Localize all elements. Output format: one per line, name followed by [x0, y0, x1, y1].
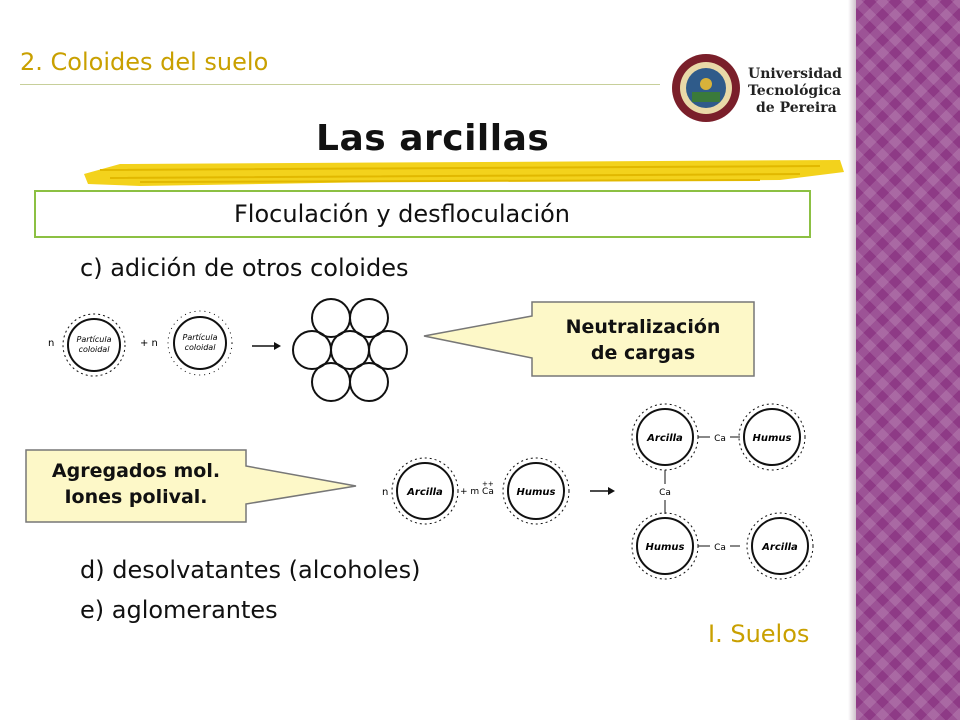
- calcium-ion-label: + m Ca: [460, 487, 494, 497]
- sidebar-edge: [848, 0, 856, 720]
- callout-line: Agregados mol.: [51, 460, 221, 482]
- arrow-right: [252, 342, 281, 350]
- university-logo: [672, 54, 740, 122]
- particle-label: coloidal: [79, 345, 111, 354]
- section-title: 2. Coloides del suelo: [20, 48, 269, 76]
- ca-bridge-label: Ca: [714, 434, 726, 444]
- callout-line: Neutralización: [565, 316, 721, 338]
- flocculated-cluster: [292, 298, 408, 402]
- humus-particle: Humus: [502, 457, 570, 525]
- arcilla-label: Arcilla: [761, 542, 798, 553]
- neutralization-callout: [423, 301, 755, 377]
- n-label: n: [48, 338, 54, 349]
- colloid-particle-positive: Partícula coloidal: [167, 310, 233, 376]
- university-name: Universidad Tecnológica de Pereira: [748, 66, 842, 117]
- humus-label: Humus: [646, 542, 685, 553]
- calcium-charge: ++: [482, 480, 494, 488]
- neutralization-callout-text: Neutralización de cargas: [536, 314, 750, 366]
- callout-line: Iones polival.: [64, 486, 208, 508]
- arcilla-label: Arcilla: [646, 433, 683, 444]
- footer-label: I. Suelos: [708, 620, 810, 648]
- callout-line: de cargas: [590, 342, 696, 364]
- header-divider: [20, 84, 660, 85]
- plus-n-label: + n: [140, 338, 158, 349]
- clay-particle: Arcilla: [391, 457, 459, 525]
- arcilla-label: Arcilla: [406, 487, 443, 498]
- ca-bridge-label: Ca: [659, 488, 671, 498]
- subtopic-title: Floculación y desfloculación: [234, 200, 570, 228]
- humus-label: Humus: [517, 487, 556, 498]
- particle-label: Partícula: [183, 333, 218, 342]
- aggregates-callout: [25, 449, 357, 523]
- university-name-line: Tecnológica: [748, 83, 842, 99]
- ca-bridge-label: Ca: [714, 543, 726, 553]
- list-item-c: c) adición de otros coloides: [80, 254, 409, 282]
- university-name-line: de Pereira: [756, 100, 837, 116]
- colloid-particle-negative: Partícula coloidal: [62, 313, 126, 377]
- particle-label: coloidal: [185, 343, 217, 352]
- decorative-sidebar: [856, 0, 960, 720]
- particle-label: Partícula: [77, 335, 112, 344]
- bridged-aggregate: Arcilla Ca Humus Ca Humus Ca Arcilla: [631, 403, 814, 580]
- list-item-d: d) desolvatantes (alcoholes): [80, 556, 421, 584]
- subtopic-box: Floculación y desfloculación: [34, 190, 811, 238]
- humus-label: Humus: [753, 433, 792, 444]
- aggregates-callout-text: Agregados mol. Iones polival.: [30, 458, 242, 510]
- university-name-line: Universidad: [748, 66, 842, 82]
- title-underline-brush: [84, 160, 844, 186]
- slide-title: Las arcillas: [316, 118, 550, 159]
- list-item-e: e) aglomerantes: [80, 596, 278, 624]
- n-label: n: [382, 487, 388, 498]
- arrow-right: [590, 487, 615, 495]
